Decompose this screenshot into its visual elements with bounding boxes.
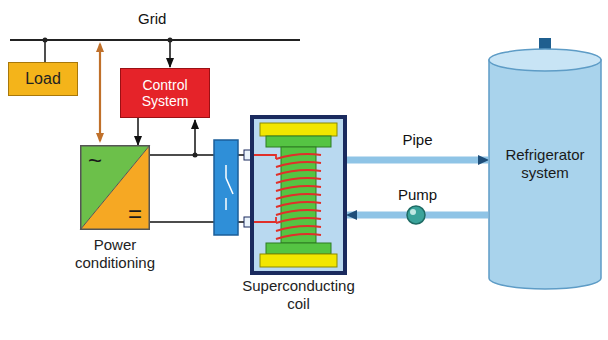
load-wire bbox=[44, 40, 46, 62]
control-arrow bbox=[137, 118, 139, 145]
load-box: Load bbox=[8, 62, 78, 96]
ac-symbol: ~ bbox=[88, 147, 102, 175]
coil-housing: Superconducting coil bbox=[250, 115, 347, 275]
coil-winding bbox=[276, 234, 321, 239]
switch-symbol bbox=[225, 198, 227, 210]
switch-symbol bbox=[226, 178, 233, 194]
tank-top bbox=[489, 49, 601, 71]
node-label: Refrigerator system bbox=[495, 146, 595, 182]
grid-to-control-arrow bbox=[169, 40, 171, 67]
coil-shape bbox=[254, 119, 343, 271]
refrigerator-tank: Refrigerator system bbox=[488, 38, 602, 290]
grid-label: Grid bbox=[138, 10, 166, 27]
grid-line bbox=[10, 39, 300, 41]
coil-winding bbox=[276, 154, 321, 159]
pipe-label: Pipe bbox=[402, 131, 432, 148]
pump-label: Pump bbox=[398, 186, 437, 203]
coil-winding bbox=[276, 210, 321, 215]
dc-symbol: = bbox=[128, 200, 142, 228]
junction-dot bbox=[168, 38, 173, 43]
coil-winding bbox=[276, 162, 321, 167]
top-plate bbox=[260, 123, 337, 136]
pump-symbol bbox=[407, 206, 425, 224]
switch-symbol bbox=[225, 165, 227, 178]
coil-winding bbox=[276, 194, 321, 199]
converter-diagonal bbox=[80, 145, 150, 230]
coolant-pipe bbox=[347, 157, 488, 164]
feedback-line bbox=[194, 120, 196, 155]
coil-winding bbox=[276, 178, 321, 183]
converter-outline bbox=[81, 146, 150, 230]
node-caption: Superconducting coil bbox=[238, 277, 359, 313]
coil-winding bbox=[276, 226, 321, 231]
dc-half bbox=[80, 145, 150, 230]
coil-lead bbox=[254, 217, 276, 222]
top-flange bbox=[266, 136, 331, 147]
node-caption: Power conditioning bbox=[60, 236, 170, 272]
coil-winding bbox=[276, 186, 321, 191]
switch-box bbox=[214, 140, 238, 235]
coil-winding bbox=[276, 202, 321, 207]
control-box: Control System bbox=[120, 68, 210, 118]
tank-knob bbox=[539, 38, 551, 50]
coil-lead bbox=[254, 155, 276, 159]
node-label: Control System bbox=[125, 77, 205, 109]
junction-dot bbox=[193, 153, 198, 158]
power-conditioning-box: ~=Power conditioning bbox=[80, 145, 150, 230]
pump-symbol bbox=[410, 209, 416, 215]
ac-half bbox=[80, 145, 150, 230]
coil-winding bbox=[276, 170, 321, 175]
tank-body bbox=[489, 60, 601, 289]
bottom-flange bbox=[266, 243, 331, 254]
power-exchange-arrow bbox=[99, 44, 101, 141]
coil-winding bbox=[276, 218, 321, 223]
bottom-plate bbox=[260, 254, 337, 267]
node-label: Load bbox=[25, 70, 61, 88]
junction-dot bbox=[43, 38, 48, 43]
